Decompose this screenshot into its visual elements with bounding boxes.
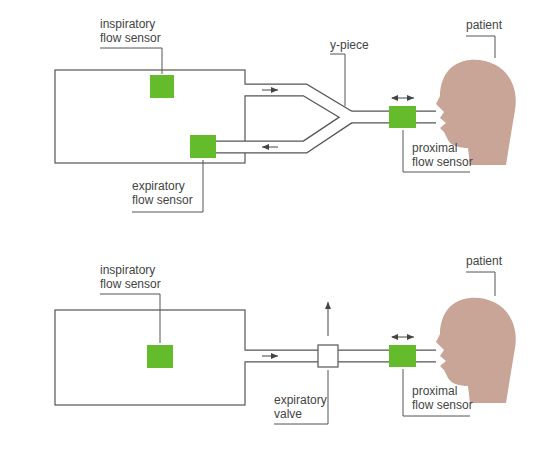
exhaust-arrow bbox=[328, 302, 329, 336]
flow-arrow bbox=[262, 147, 278, 148]
part-label: patient bbox=[466, 18, 532, 32]
breathing-tubes bbox=[215, 90, 437, 147]
part-label: expiratory valve bbox=[274, 393, 340, 421]
flow-sensor bbox=[150, 75, 174, 98]
part-label: y-piece bbox=[330, 38, 396, 52]
leader-lines bbox=[100, 272, 495, 424]
flow-arrow bbox=[262, 90, 278, 91]
flow-sensor bbox=[389, 345, 416, 367]
ventilator-box bbox=[55, 310, 245, 405]
flow-arrow bbox=[392, 98, 414, 99]
leader-lines bbox=[100, 36, 495, 212]
flow-sensor bbox=[147, 345, 173, 368]
part-label: patient bbox=[466, 254, 532, 268]
expiratory-valve bbox=[318, 345, 338, 367]
flow-arrow bbox=[392, 337, 414, 338]
part-label: proximal flow sensor bbox=[412, 141, 478, 169]
flow-sensor bbox=[389, 106, 416, 128]
part-label: expiratory flow sensor bbox=[132, 179, 198, 207]
flow-arrow bbox=[262, 356, 278, 357]
part-label: proximal flow sensor bbox=[412, 384, 478, 412]
part-label: inspiratory flow sensor bbox=[100, 263, 166, 291]
flow-sensor bbox=[190, 135, 216, 158]
part-label: inspiratory flow sensor bbox=[100, 17, 166, 45]
